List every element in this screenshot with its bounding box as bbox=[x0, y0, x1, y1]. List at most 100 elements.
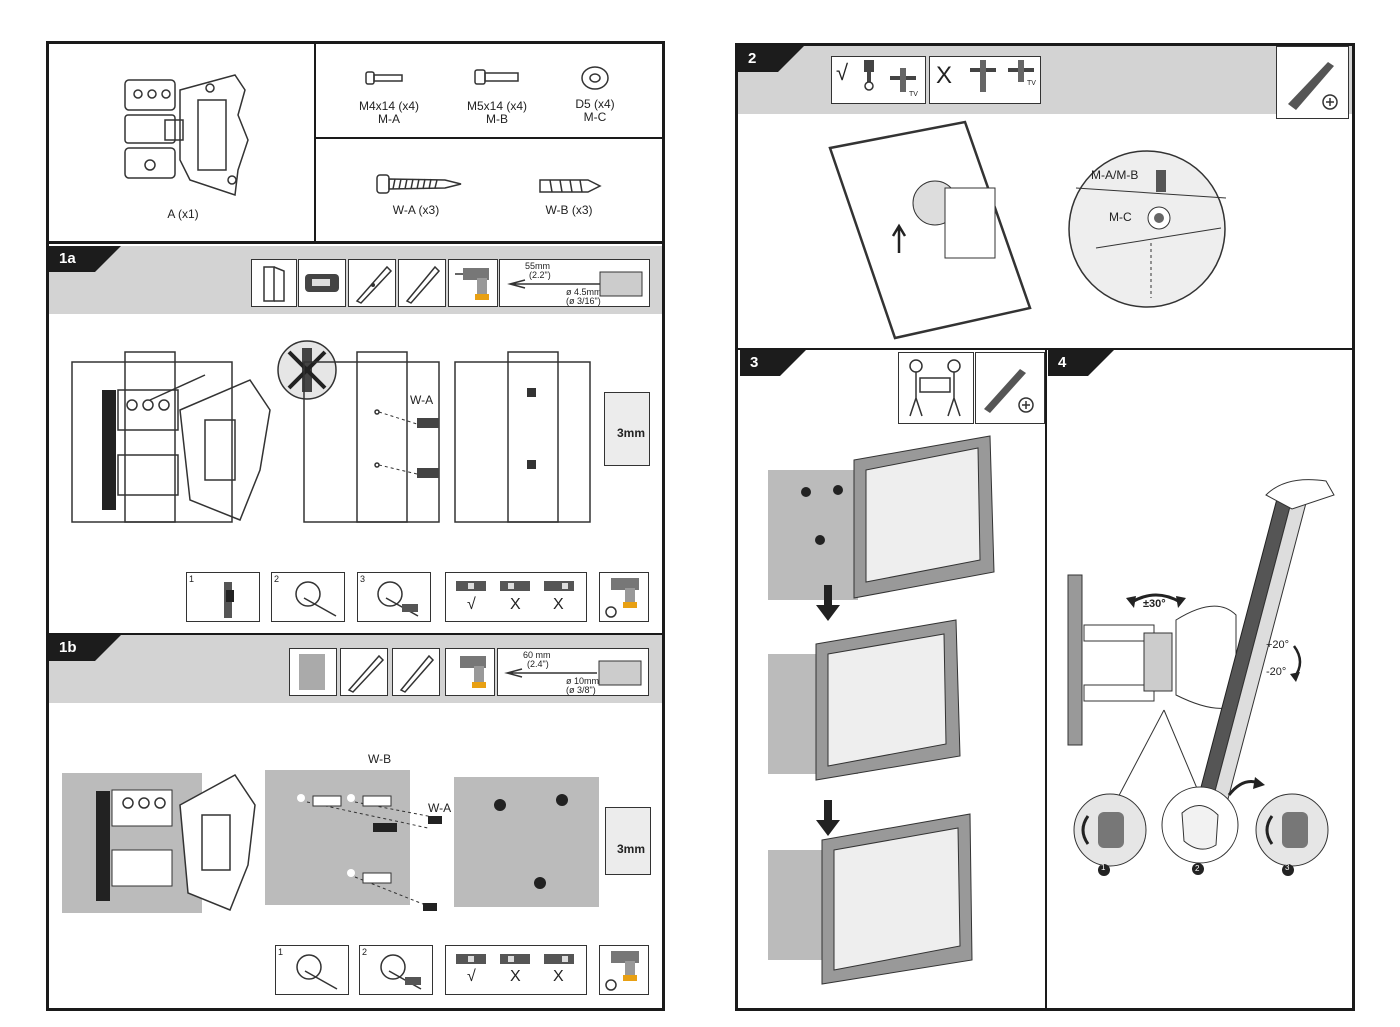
level-mark-1b-1: √ bbox=[467, 968, 476, 985]
level-glyph bbox=[355, 265, 393, 304]
level-mark-1b-2: X bbox=[510, 968, 521, 985]
bracket-a-drawing bbox=[124, 74, 249, 197]
pencil-glyph-1b bbox=[399, 654, 435, 693]
level-check-1a bbox=[445, 572, 587, 622]
step-1b-bracket-on-wall bbox=[62, 773, 256, 913]
m-c-size: D5 (x4) bbox=[575, 97, 615, 111]
step-3-4-divider bbox=[1045, 348, 1047, 1008]
step-1a-tag: 1a bbox=[49, 246, 121, 272]
screw-w-a-icon bbox=[376, 174, 462, 194]
step-1a-stud-holes bbox=[303, 351, 440, 523]
gap-detail-1b bbox=[605, 807, 651, 875]
step-3-tag: 3 bbox=[740, 350, 806, 376]
gap-label-1a: 3mm bbox=[617, 426, 646, 440]
w-a-label: W-A (x3) bbox=[392, 203, 440, 217]
m-b-size: M5x14 (x4) bbox=[466, 99, 528, 113]
m-c-code: M-C bbox=[583, 110, 607, 124]
level-mark-1a-1: √ bbox=[467, 596, 476, 613]
step-4-tag: 4 bbox=[1048, 350, 1114, 376]
step-1b-tag: 1b bbox=[49, 635, 121, 661]
step-1a-bracket-on-wall bbox=[71, 351, 271, 523]
step-3-hang-tv-3 bbox=[768, 813, 973, 985]
callout-screw-m-a-m-b: M-A/M-B bbox=[1091, 168, 1139, 182]
substep-1b-1-num: 1 bbox=[278, 947, 284, 957]
drill-depth-1a-in: (2.2") bbox=[529, 270, 551, 280]
screwdriver-glyph-3 bbox=[984, 369, 1034, 413]
drill-glyph bbox=[455, 268, 489, 300]
knob-step-2 bbox=[1161, 786, 1239, 875]
drill-depth-1a: 55mm bbox=[525, 261, 551, 271]
step-1a-screws-installed bbox=[454, 351, 591, 523]
substep-1a-2-num: 2 bbox=[274, 574, 280, 584]
step-3-hang-tv-1 bbox=[768, 435, 995, 600]
screw-m-b-icon bbox=[474, 69, 519, 85]
tilt-arrow-icon bbox=[1290, 645, 1302, 682]
tilt-up-label: +20° bbox=[1266, 639, 1290, 651]
knob-step-2-num: 2 bbox=[1195, 864, 1200, 873]
drill-bit-1a-in: (ø 3/16") bbox=[566, 296, 601, 306]
step-1b-screws-installed bbox=[454, 777, 599, 907]
right-page bbox=[735, 43, 1355, 1011]
knob-step-1 bbox=[1073, 793, 1147, 876]
drill-glyph-1b bbox=[460, 656, 486, 688]
knob-rotate-arrow bbox=[1227, 777, 1265, 796]
drill-depth-1b-in: (2.4") bbox=[527, 659, 549, 669]
step-1b-anchors-install bbox=[265, 770, 442, 911]
knob-step-1-num: 1 bbox=[1101, 863, 1106, 872]
screw-length-glyphs bbox=[864, 60, 1034, 92]
concrete-wall-glyph bbox=[299, 654, 325, 690]
m-b-code: M-B bbox=[486, 112, 508, 126]
step-1b-screw-callout: W-A bbox=[428, 801, 452, 815]
level-check-1b-glyphs bbox=[456, 954, 574, 964]
level-glyph-1b bbox=[347, 654, 385, 693]
step-3-arrow-2 bbox=[816, 800, 840, 836]
substep-1b-1 bbox=[275, 945, 349, 995]
substep-1a-1 bbox=[186, 572, 260, 622]
step-2-tag: 2 bbox=[738, 46, 804, 72]
tv-label-correct: TV bbox=[909, 91, 918, 98]
substep-1a-3 bbox=[357, 572, 431, 622]
level-mark-1a-3: X bbox=[553, 596, 564, 613]
m-a-code: M-A bbox=[378, 112, 400, 126]
left-page bbox=[46, 41, 665, 1011]
anchor-w-b-icon bbox=[539, 179, 602, 193]
level-mark-1a-2: X bbox=[510, 596, 521, 613]
no-nail-warning-icon bbox=[277, 340, 337, 400]
parts-table bbox=[46, 41, 665, 244]
drill-glyph-1a-end bbox=[605, 578, 639, 618]
drill-glyph-1b-end bbox=[605, 951, 639, 991]
callout-washer-m-c: M-C bbox=[1109, 210, 1132, 224]
level-mark-1b-3: X bbox=[553, 968, 564, 985]
correct-mark: √ bbox=[836, 60, 849, 85]
step-2-detail-zoom bbox=[1068, 150, 1227, 308]
step-1b-anchor-callout: W-B bbox=[368, 752, 392, 766]
swivel-arrow-icon bbox=[1126, 593, 1186, 608]
pencil-glyph bbox=[405, 265, 441, 304]
step-2-tv-back bbox=[828, 120, 1032, 340]
step-3-arrow-1 bbox=[816, 585, 840, 621]
knob-step-3 bbox=[1255, 793, 1329, 876]
level-check-1a-glyphs bbox=[456, 581, 574, 591]
substep-1b-2-num: 2 bbox=[362, 947, 368, 957]
drill-bit-1b: ø 10mm bbox=[566, 676, 600, 686]
step-3-hang-tv-2 bbox=[768, 619, 961, 781]
gap-label-1b: 3mm bbox=[617, 842, 646, 856]
substep-1a-3-num: 3 bbox=[360, 574, 366, 584]
level-check-1b bbox=[445, 945, 587, 995]
step-1b-divider bbox=[49, 633, 662, 635]
swivel-angle-label: ±30° bbox=[1143, 598, 1166, 610]
drill-bit-1a: ø 4.5mm bbox=[566, 287, 602, 297]
screw-m-a-icon bbox=[365, 71, 403, 85]
drill-bit-1b-in: (ø 3/8") bbox=[566, 685, 596, 695]
knob-step-3-num: 3 bbox=[1285, 863, 1290, 872]
stud-finder-glyph bbox=[305, 274, 339, 292]
screwdriver-glyph-2 bbox=[1288, 62, 1338, 110]
drill-depth-1b: 60 mm bbox=[523, 650, 551, 660]
substep-1b-2 bbox=[359, 945, 433, 995]
two-person-glyph bbox=[909, 359, 961, 417]
tilt-down-label: -20° bbox=[1266, 666, 1287, 678]
washer-m-c-icon bbox=[581, 66, 609, 90]
substep-1a-glyphs bbox=[224, 581, 419, 618]
step-4-tv-adjust bbox=[1067, 479, 1335, 806]
substep-1a-1-num: 1 bbox=[189, 574, 195, 584]
